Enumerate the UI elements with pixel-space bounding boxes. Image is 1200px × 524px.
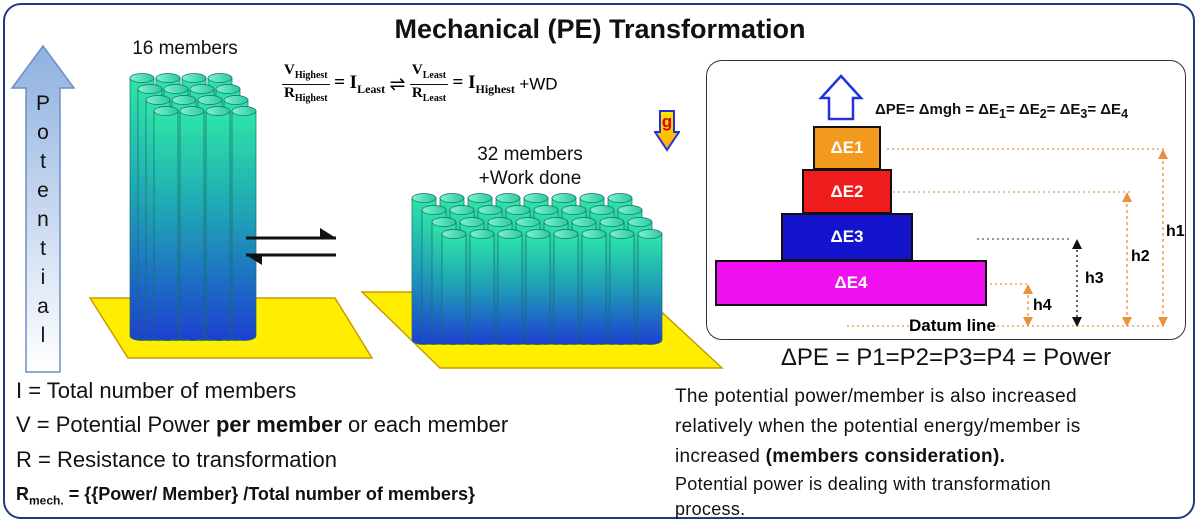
def-rmech-r: R — [16, 484, 29, 504]
def-rmech: Rmech. = {{Power/ Member} /Total number … — [16, 484, 475, 508]
energy-eq-sep-1: = ΔE — [1006, 101, 1040, 118]
eq-r-highest: R — [284, 85, 295, 101]
energy-eq-sep-3: = ΔE — [1087, 101, 1122, 118]
h4-label: h4 — [1033, 297, 1052, 314]
eq-i-least-sub: Least — [357, 81, 386, 96]
cylinder — [441, 229, 467, 345]
cylinder — [553, 229, 579, 345]
potential-arrow — [10, 44, 76, 373]
power-equation: ΔPE = P1=P2=P3=P4 = Power — [780, 344, 1112, 371]
right-stack-label-line2: +Work done — [478, 168, 582, 189]
eq-r-least-sub: Least — [422, 93, 447, 104]
gravity-label: g — [661, 112, 673, 131]
potential-letter: l — [40, 324, 46, 347]
cylinder — [525, 229, 551, 345]
eq-r-highest-sub: Highest — [294, 93, 328, 104]
explanation-line4: Potential power is dealing with transfor… — [675, 474, 1051, 494]
potential-letter: o — [37, 121, 49, 144]
h3-label: h3 — [1085, 270, 1104, 287]
energy-equation: ΔPE= Δmgh = ΔE1= ΔE2= ΔE3= ΔE4 — [875, 101, 1128, 121]
up-arrow-icon — [818, 74, 864, 121]
cylinder — [179, 106, 205, 341]
cylinder — [581, 229, 607, 345]
potential-letter: n — [37, 208, 49, 231]
eq-v-highest: V — [284, 62, 295, 78]
def-v-bold: per member — [215, 412, 342, 437]
left-stack-label: 16 members — [132, 38, 238, 59]
equation-frac-highest: VHighest RHighest — [282, 62, 330, 107]
energy-eq-sep-2: = ΔE — [1046, 101, 1081, 118]
cylinder — [153, 106, 179, 341]
cylinder — [231, 106, 257, 341]
explanation-line1: The potential power/member is also incre… — [675, 386, 1077, 407]
energy-eq-head: ΔPE= Δmgh = ΔE — [875, 101, 1000, 118]
energy-eq-sub-4: 4 — [1121, 107, 1129, 121]
eq-i-least: = ILeast — [334, 72, 386, 96]
eq-v-highest-sub: Highest — [294, 70, 328, 81]
potential-letter: e — [37, 179, 49, 202]
equation: VHighest RHighest = ILeast ⇌ VLeast RLea… — [282, 62, 558, 107]
def-v: V = Potential Power per member or each m… — [16, 412, 508, 438]
h1-label: h1 — [1166, 223, 1185, 240]
cylinder — [609, 229, 635, 345]
def-i: I = Total number of members — [16, 378, 297, 403]
right-stack-label: 32 members +Work done — [430, 143, 630, 191]
energy-eq-sub-2: 2 — [1039, 107, 1047, 121]
potential-letter: t — [40, 237, 46, 260]
eq-work-done: +WD — [519, 74, 558, 94]
energy-diagram-svg — [818, 74, 1168, 327]
step-e2-label: ΔE2 — [830, 181, 864, 201]
diagram-frame — [3, 3, 1195, 519]
eq-v-least: V — [411, 62, 423, 78]
eq-v-least-sub: Least — [422, 70, 447, 81]
gravity-arrow-icon — [654, 110, 680, 152]
right-stack — [360, 193, 724, 369]
eq-r-least: R — [411, 85, 423, 101]
step-e3-label: ΔE3 — [830, 227, 864, 246]
eq-i-highest-main: = I — [452, 72, 476, 94]
explanation-line3: increased (members consideration). — [675, 446, 1005, 468]
potential-letter: a — [37, 295, 49, 318]
energy-eq-sub-3: 3 — [1080, 107, 1088, 121]
left-stack — [88, 73, 374, 359]
eq-i-highest-sub: Highest — [475, 81, 515, 96]
step-e4: ΔE4 — [715, 260, 987, 306]
def-r: R = Resistance to transformation — [16, 447, 337, 472]
def-rmech-sub: mech. — [29, 493, 64, 508]
potential-letter: P — [35, 92, 50, 115]
cylinder — [637, 229, 663, 345]
potential-letter: t — [40, 150, 46, 173]
right-stack-label-line1: 32 members — [477, 144, 583, 165]
step-e1: ΔE1 — [813, 126, 881, 170]
cylinder — [205, 106, 231, 341]
cylinder — [497, 229, 523, 345]
equilibrium-arrows — [246, 228, 336, 265]
explanation-line5: process. — [675, 499, 746, 519]
explanation-line3-bold: (members consideration). — [765, 446, 1006, 467]
eq-i-highest: = IHighest — [452, 72, 515, 96]
eq-equilibrium-symbol: ⇌ — [389, 74, 406, 95]
explanation-line3-pre: increased — [675, 446, 766, 467]
step-e1-label: ΔE1 — [830, 138, 864, 157]
def-v-post: or each member — [341, 412, 509, 437]
explanation-line2: relatively when the potential energy/mem… — [675, 416, 1081, 437]
height-guides — [847, 148, 1167, 327]
potential-letter: i — [40, 266, 46, 289]
step-e2: ΔE2 — [802, 169, 892, 214]
def-v-pre: V = Potential Power — [16, 412, 216, 437]
eq-i-least-main: = I — [334, 72, 358, 94]
h2-label: h2 — [1131, 248, 1150, 265]
datum-line-label: Datum line — [909, 316, 996, 336]
diagram-title: Mechanical (PE) Transformation — [394, 14, 806, 44]
energy-panel: ΔPE= Δmgh = ΔE1= ΔE2= ΔE3= ΔE4 ΔE1 ΔE2 Δ… — [706, 60, 1186, 340]
cylinder — [469, 229, 495, 345]
step-e3: ΔE3 — [781, 213, 913, 261]
energy-eq-sub-1: 1 — [999, 107, 1006, 121]
def-rmech-rest: = {{Power/ Member} /Total number of memb… — [63, 484, 475, 504]
step-e4-label: ΔE4 — [834, 273, 868, 292]
equation-frac-least: VLeast RLeast — [409, 62, 449, 107]
